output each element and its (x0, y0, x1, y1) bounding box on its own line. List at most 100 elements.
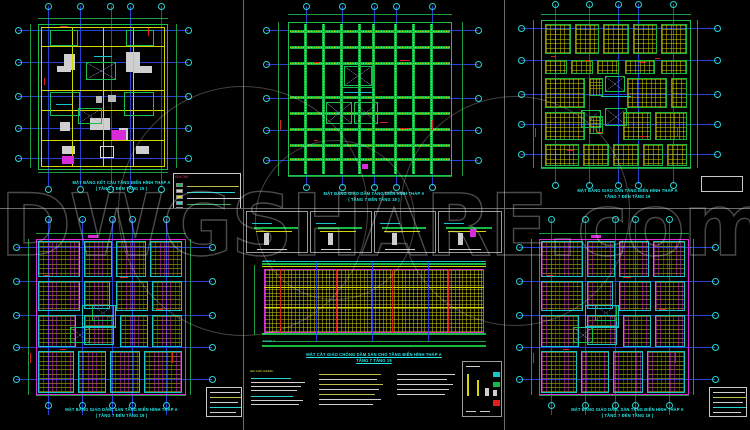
note-box-beam-slab-right[interactable] (709, 387, 747, 417)
grid-bubble (518, 57, 525, 64)
grid-bubble (612, 216, 619, 223)
grid-bubble (13, 244, 20, 251)
panel-beam-slab-formwork-left[interactable]: MẶT BẰNG GIÁO DẦM, SÀN TẦNG ĐIỂN HÌNH TH… (0, 209, 243, 430)
grid-bubble (393, 184, 400, 191)
grid-bubble (712, 244, 719, 251)
grid-bubble (339, 3, 346, 10)
cad-canvas-structure-plan (0, 0, 243, 208)
grid-bubble (158, 3, 165, 10)
panel-shoring-section[interactable]: TẦNG 8 TẦNG 7 GHI CHÚ CHUNG : (244, 209, 504, 430)
grid-bubble (15, 27, 22, 34)
grid-bubble (209, 244, 216, 251)
grid-bubble (393, 3, 400, 10)
caption-line-2: TẦNG 7 ĐẾN TẦNG 19 (604, 194, 651, 200)
grid-bubble (79, 402, 86, 409)
grid-bubble (129, 402, 136, 409)
grid-bubble (209, 376, 216, 383)
panel-separator (243, 209, 244, 430)
grid-bubble (475, 127, 482, 134)
panel-caption-beam-slab-right: MẶT BẰNG GIÁO DẦM, SÀN TẦNG ĐIỂN HÌNH TH… (505, 407, 750, 420)
grid-bubble (209, 344, 216, 351)
grid-bubble (635, 1, 642, 8)
notes-column-2 (316, 369, 384, 411)
grid-bubble (518, 121, 525, 128)
grid-bubble (163, 216, 170, 223)
panel-caption-beam-slab-left: MẶT BẰNG GIÁO DẦM, SÀN TẦNG ĐIỂN HÌNH TH… (0, 407, 243, 420)
grid-bubble (586, 182, 593, 189)
grid-bubble (632, 402, 639, 409)
panel-slab-formwork-plan[interactable]: MẶT BẰNG GIÁO SÀN TẦNG ĐIỂN HÌNH THÁP A … (505, 0, 750, 208)
panel-separator (0, 208, 750, 209)
grid-bubble (13, 278, 20, 285)
grid-bubble (45, 186, 52, 193)
component-table[interactable] (462, 361, 502, 417)
grid-bubble (185, 93, 192, 100)
cad-canvas-beam-slab-left (0, 209, 243, 430)
grid-bubble (371, 184, 378, 191)
grid-bubble (13, 312, 20, 319)
grid-bubble (79, 216, 86, 223)
notes-column-3 (394, 369, 456, 405)
legend-swatch (176, 195, 183, 199)
legend-box-structure-plan[interactable]: GHI CHÚ (173, 173, 241, 208)
grid-bubble (516, 376, 523, 383)
grid-bubble (127, 3, 134, 10)
grid-bubble (263, 95, 270, 102)
grid-bubble (712, 312, 719, 319)
general-notes-block[interactable]: GHI CHÚ CHUNG : (248, 367, 308, 413)
cad-canvas-beam-slab-right (505, 209, 750, 430)
caption-line-1: MẶT CẮT GIÁO CHỐNG DẦM SÀN CHO TẦNG ĐIỂN… (306, 352, 442, 357)
note-box-beam-slab-left[interactable] (206, 387, 242, 417)
notes-title: GHI CHÚ CHUNG : (250, 368, 275, 373)
grid-bubble (552, 1, 559, 8)
panel-separator (504, 209, 505, 430)
caption-line-2: TẦNG 7 TẦNG 19 (356, 358, 392, 364)
grid-bubble (666, 216, 673, 223)
grid-bubble (45, 216, 52, 223)
grid-bubble (263, 127, 270, 134)
title-block-slab (701, 176, 743, 192)
grid-bubble (518, 91, 525, 98)
grid-bubble (714, 151, 721, 158)
grid-bubble (45, 3, 52, 10)
grid-bubble (712, 376, 719, 383)
grid-bubble (714, 91, 721, 98)
grid-bubble (158, 186, 165, 193)
panel-beam-formwork-plan[interactable]: MẶT BẰNG GIÁO DẦM TẦNG ĐIỂN HÌNH THÁP A … (244, 0, 504, 208)
grid-bubble (475, 27, 482, 34)
grid-bubble (632, 216, 639, 223)
grid-bubble (518, 25, 525, 32)
panel-separator (504, 0, 505, 208)
grid-bubble (45, 402, 52, 409)
grid-bubble (548, 402, 555, 409)
grid-bubble (127, 186, 134, 193)
grid-bubble (516, 244, 523, 251)
grid-bubble (516, 312, 523, 319)
grid-bubble (15, 125, 22, 132)
level-label-top: TẦNG 8 (263, 259, 275, 263)
grid-bubble (109, 402, 116, 409)
caption-line-2: ( TẦNG 7 ĐẾN TẦNG 19 ) (601, 413, 654, 419)
grid-bubble (263, 27, 270, 34)
grid-bubble (185, 27, 192, 34)
grid-bubble (714, 121, 721, 128)
grid-bubble (612, 402, 619, 409)
grid-bubble (475, 157, 482, 164)
grid-bubble (670, 182, 677, 189)
grid-bubble (109, 216, 116, 223)
grid-bubble (548, 216, 555, 223)
panel-structure-plan[interactable]: MẶT BẰNG KẾT CẤU TẦNG ĐIỂN HÌNH THÁP A (… (0, 0, 243, 208)
legend-title: GHI CHÚ (175, 174, 189, 179)
grid-bubble (552, 182, 559, 189)
legend-swatch (176, 201, 183, 205)
cad-canvas-slab-formwork (505, 0, 750, 208)
grid-bubble (516, 344, 523, 351)
grid-bubble (185, 59, 192, 66)
grid-bubble (15, 59, 22, 66)
panel-beam-slab-formwork-right[interactable]: MẶT BẰNG GIÁO DẦM, SÀN TẦNG ĐIỂN HÌNH TH… (505, 209, 750, 430)
grid-bubble (429, 184, 436, 191)
grid-bubble (635, 182, 642, 189)
caption-line-1: MẶT BẰNG GIÁO DẦM TẦNG ĐIỂN HÌNH THÁP A (323, 191, 425, 196)
